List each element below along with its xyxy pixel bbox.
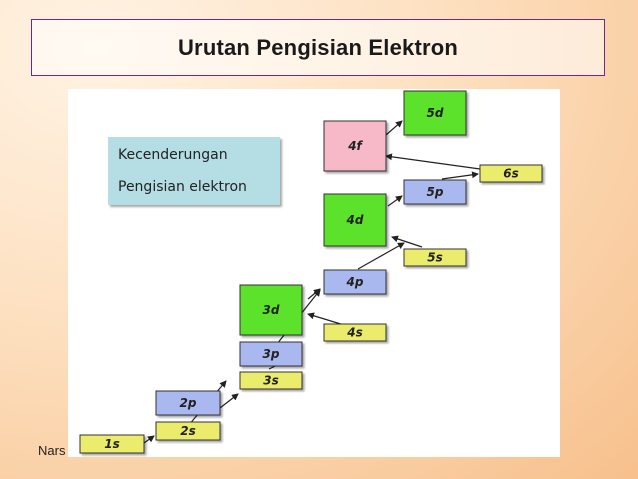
arrow-3d-4p — [307, 288, 321, 300]
orbital-rect-1s — [79, 434, 145, 454]
orbital-box-5p: 5p — [403, 179, 467, 205]
filling-order-diagram: Kecenderungan Pengisian elektron 1s 2s 2p 3… — [79, 90, 543, 454]
arrow-5s-4d — [391, 235, 423, 248]
orbital-label-6s: 6s — [503, 167, 519, 181]
orbital-label-5d: 5d — [427, 106, 444, 120]
orbital-box-1s: 1s — [79, 434, 145, 454]
orbital-box-3d: 3d — [239, 284, 303, 336]
orbital-box-4d: 4d — [323, 193, 387, 247]
title-box: Urutan Pengisian Elektron — [31, 19, 605, 76]
orbital-box-5s: 5s — [403, 248, 467, 267]
orbital-box-4p: 4p — [323, 269, 387, 295]
legend-line-2: Pengisian elektron — [118, 179, 247, 195]
legend-background — [108, 137, 280, 205]
orbital-label-4s: 4s — [346, 326, 363, 340]
legend-line-1: Kecenderungan — [118, 147, 228, 163]
orbital-rect-4s — [323, 323, 387, 342]
orbital-box-4s: 4s — [323, 323, 387, 342]
orbital-rect-4p — [323, 269, 387, 295]
orbital-rect-2p — [155, 390, 221, 416]
orbital-box-3p: 3p — [239, 341, 303, 367]
orbital-rect-4d — [323, 193, 387, 247]
orbital-rect-3d — [239, 284, 303, 336]
arrow-4d-5p — [387, 195, 403, 207]
orbital-rect-4f — [323, 120, 387, 172]
orbital-label-1s: 1s — [104, 437, 120, 451]
orbital-label-4f: 4f — [347, 139, 363, 153]
orbital-rect-5p — [403, 179, 467, 205]
orbital-box-3s: 3s — [239, 371, 303, 390]
orbital-rect-5s — [403, 248, 467, 267]
orbital-label-4d: 4d — [346, 213, 364, 227]
arrow-6s-4f — [385, 153, 481, 170]
orbital-box-4f: 4f — [323, 120, 387, 172]
arrow-5p-6s — [441, 171, 479, 180]
orbital-label-3s: 3s — [263, 374, 279, 388]
arrow-4f-5d — [385, 120, 403, 136]
orbital-rect-5d — [403, 90, 467, 136]
legend-box: Kecenderungan Pengisian elektron — [108, 137, 280, 205]
arrow-4p-5s — [357, 242, 405, 270]
diagram-panel: Kecenderungan Pengisian elektron 1s 2s 2p 3… — [68, 89, 560, 457]
orbital-label-3p: 3p — [263, 347, 280, 361]
orbital-label-3d: 3d — [263, 303, 280, 317]
orbital-rect-2s — [155, 421, 221, 441]
orbital-label-5s: 5s — [427, 251, 443, 265]
orbital-box-5d: 5d — [403, 90, 467, 136]
orbital-box-2p: 2p — [155, 390, 221, 416]
orbital-rect-3s — [239, 371, 303, 390]
orbital-box-6s: 6s — [479, 164, 543, 183]
arrow-2p-3s — [219, 393, 239, 409]
orbital-box-2s: 2s — [155, 421, 221, 441]
orbital-box-group: 1s 2s 2p 3s 3p 4s 3d 4p 5s 4d 5p 6s 4f 5d — [79, 90, 543, 454]
orbital-label-4p: 4p — [346, 275, 364, 289]
orbital-label-5p: 5p — [427, 185, 444, 199]
orbital-label-2p: 2p — [180, 396, 197, 410]
orbital-rect-6s — [479, 164, 543, 183]
arrow-4s-3d — [307, 312, 345, 326]
footer-text: Nars — [38, 443, 66, 458]
orbital-rect-3p — [239, 341, 303, 367]
orbital-label-2s: 2s — [180, 424, 196, 438]
arrow-1s-2s — [143, 435, 155, 444]
page-title: Urutan Pengisian Elektron — [177, 34, 459, 60]
